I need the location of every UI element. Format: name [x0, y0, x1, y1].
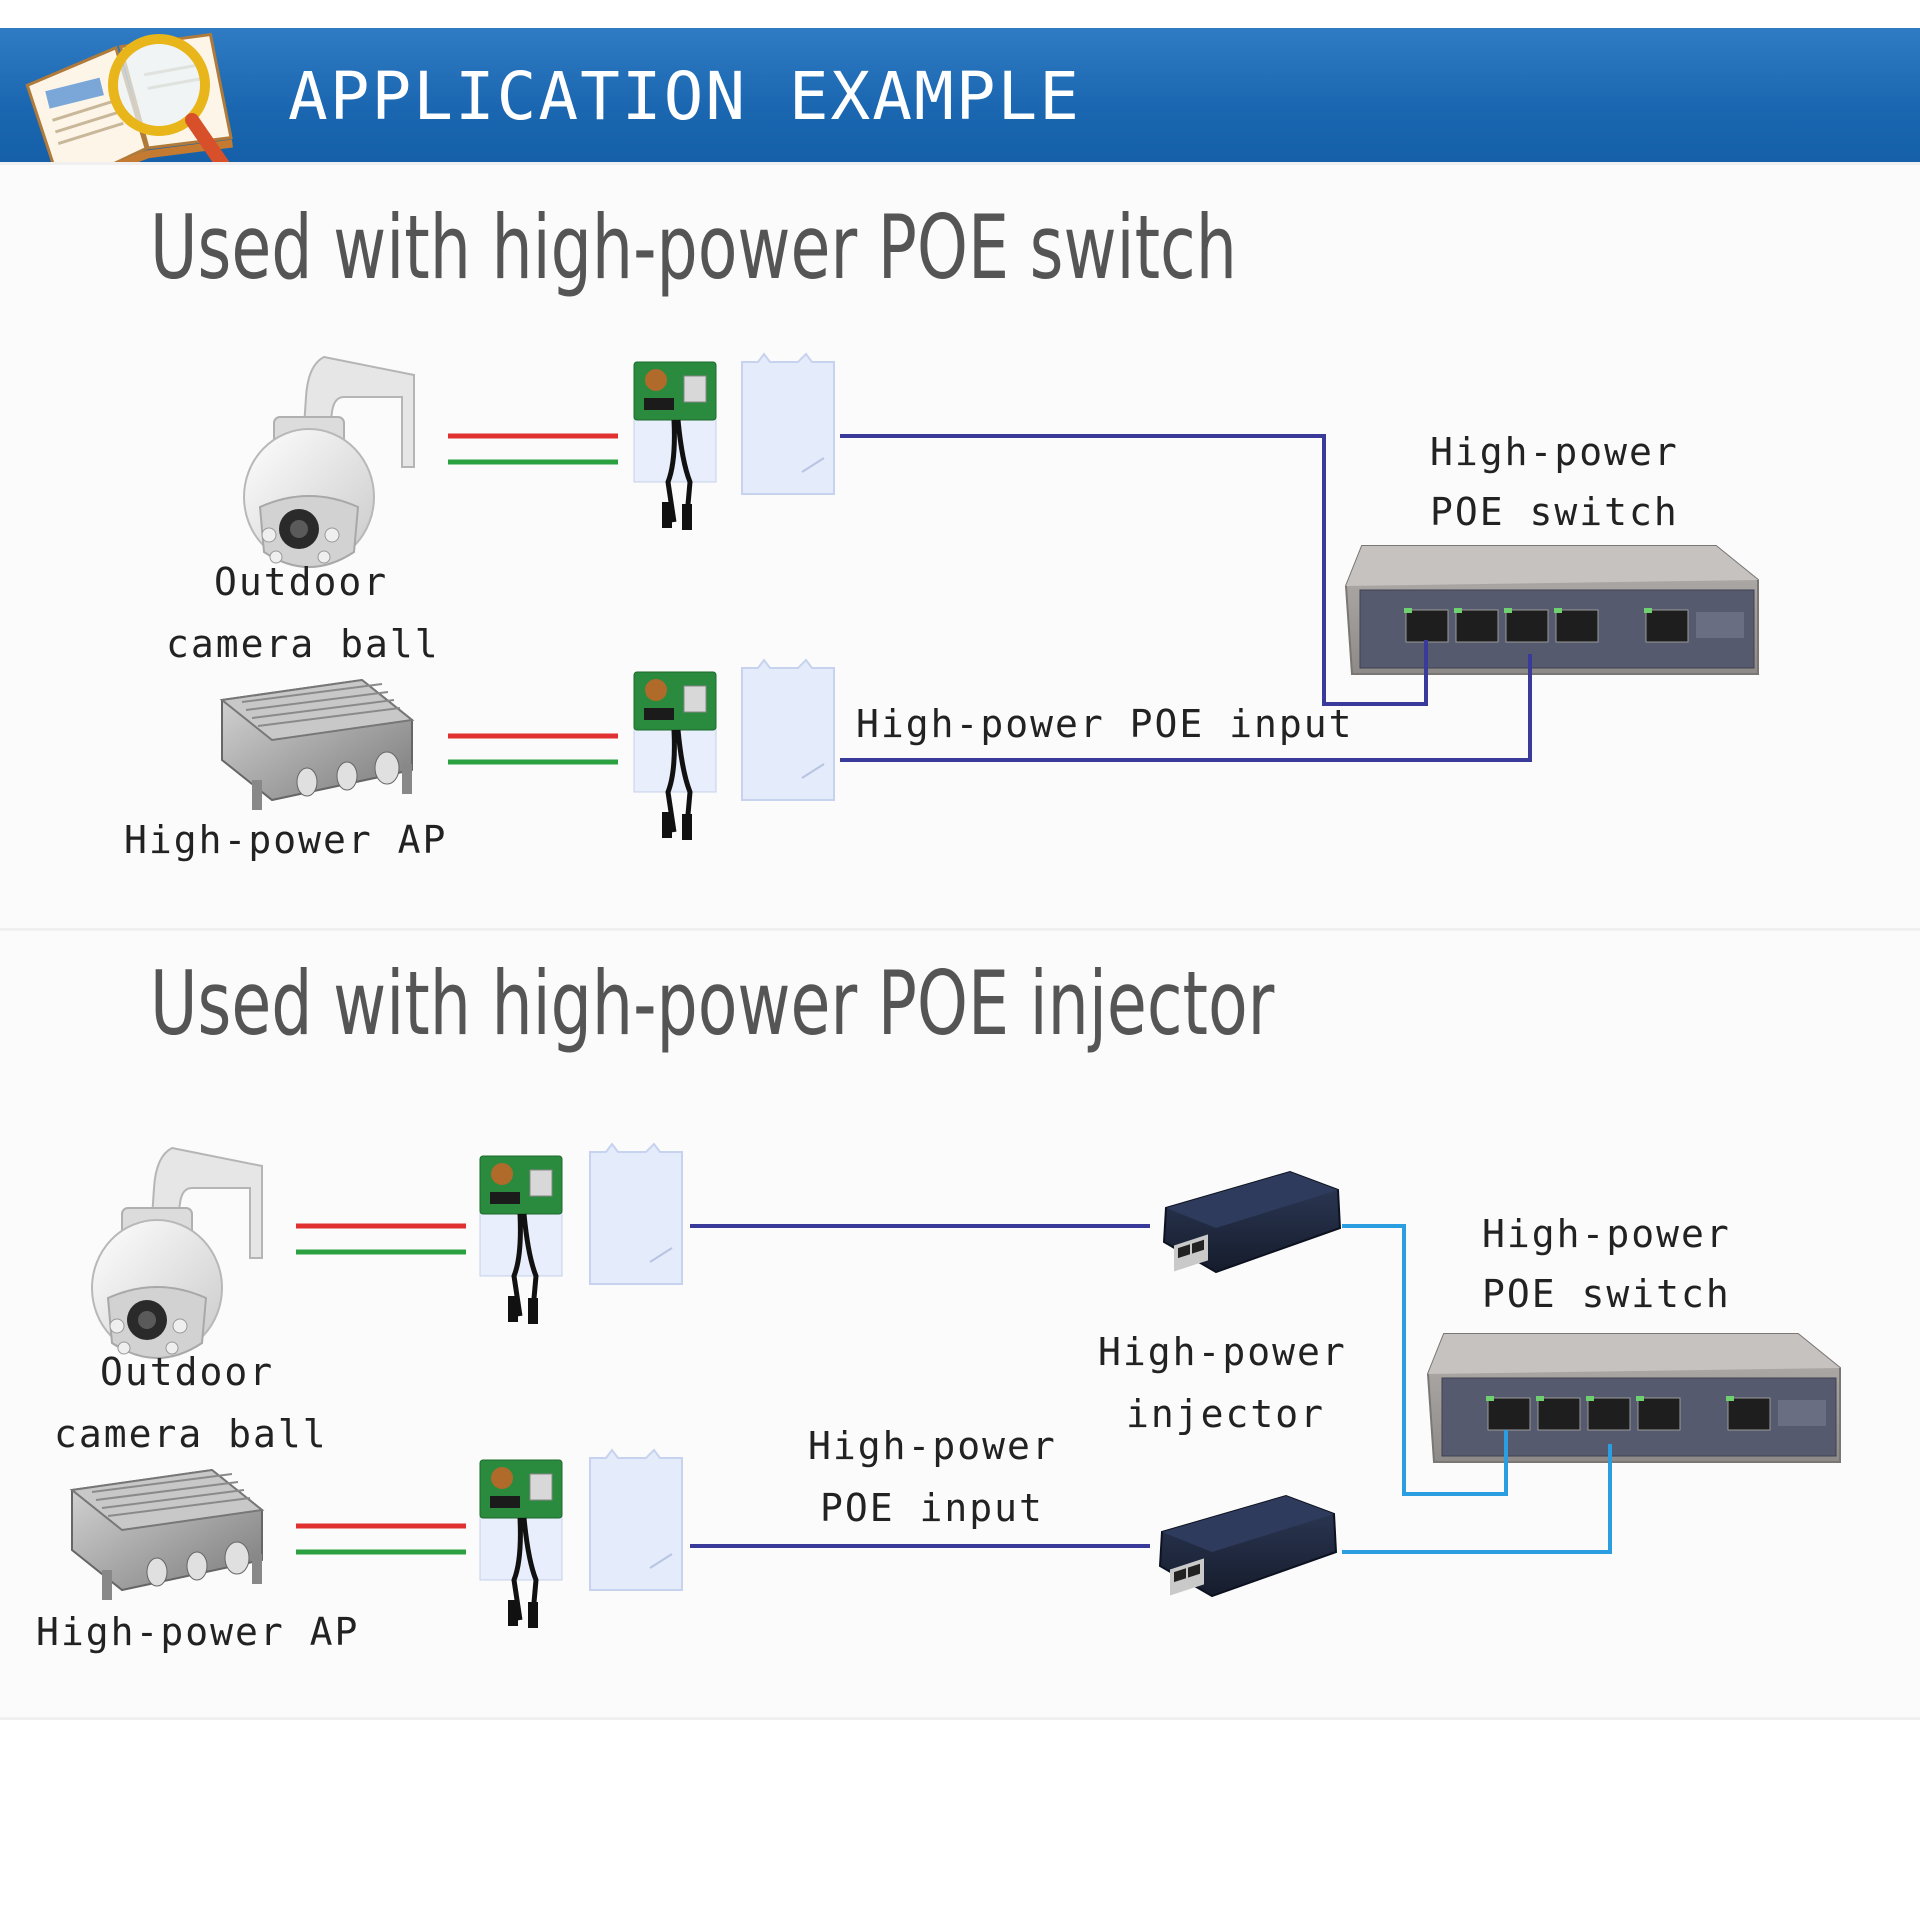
high-power-ap-device — [221, 679, 413, 811]
poe-line — [840, 654, 1532, 762]
poe-switch-device — [1427, 1333, 1841, 1463]
camera-label-line1: Outdoor — [214, 560, 389, 604]
poe-splitter-device — [480, 1460, 562, 1628]
high-power-ap-device — [71, 1469, 263, 1601]
enclosure-box — [741, 353, 835, 495]
enclosure-box — [589, 1143, 683, 1285]
poe-splitter-device — [634, 362, 716, 530]
poe-splitter-device — [480, 1156, 562, 1324]
section-poe-injector — [0, 928, 1920, 1720]
injector-label-line1: High-power — [1098, 1330, 1347, 1374]
poe-input-label-line2: POE input — [820, 1486, 1044, 1530]
switch-label-line2: POE switch — [1430, 490, 1679, 534]
injector-line — [1342, 1444, 1612, 1554]
poe-injector-device — [1159, 1495, 1337, 1597]
enclosure-box — [589, 1449, 683, 1591]
injector-line — [1342, 1224, 1508, 1496]
switch-label-line1: High-power — [1430, 430, 1679, 474]
switch-label-line2: POE switch — [1482, 1272, 1731, 1316]
poe-input-label: High-power POE input — [856, 702, 1354, 746]
section1-heading: Used with high-power POE switch — [150, 196, 1237, 299]
poe-injector-device — [1163, 1171, 1341, 1273]
section2-heading: Used with high-power POE injector — [150, 952, 1275, 1055]
banner-title: APPLICATION EXAMPLE — [288, 58, 1081, 135]
poe-input-label-line1: High-power — [808, 1424, 1057, 1468]
poe-splitter-device — [634, 672, 716, 840]
camera-label-line1: Outdoor — [100, 1350, 275, 1394]
poe-line — [840, 434, 1428, 706]
camera-label-line2: camera ball — [54, 1412, 328, 1456]
camera-label-line2: camera ball — [166, 622, 440, 666]
injector-label-line2: injector — [1126, 1392, 1326, 1436]
poe-switch-device — [1345, 545, 1759, 675]
ap-label: High-power AP — [124, 818, 448, 862]
camera-ball-device — [243, 356, 415, 568]
ap-label: High-power AP — [36, 1610, 360, 1654]
book-magnifier-icon — [25, 32, 239, 194]
camera-ball-device — [91, 1147, 263, 1359]
switch-label-line1: High-power — [1482, 1212, 1731, 1256]
header-banner — [0, 28, 1920, 162]
enclosure-box — [741, 659, 835, 801]
